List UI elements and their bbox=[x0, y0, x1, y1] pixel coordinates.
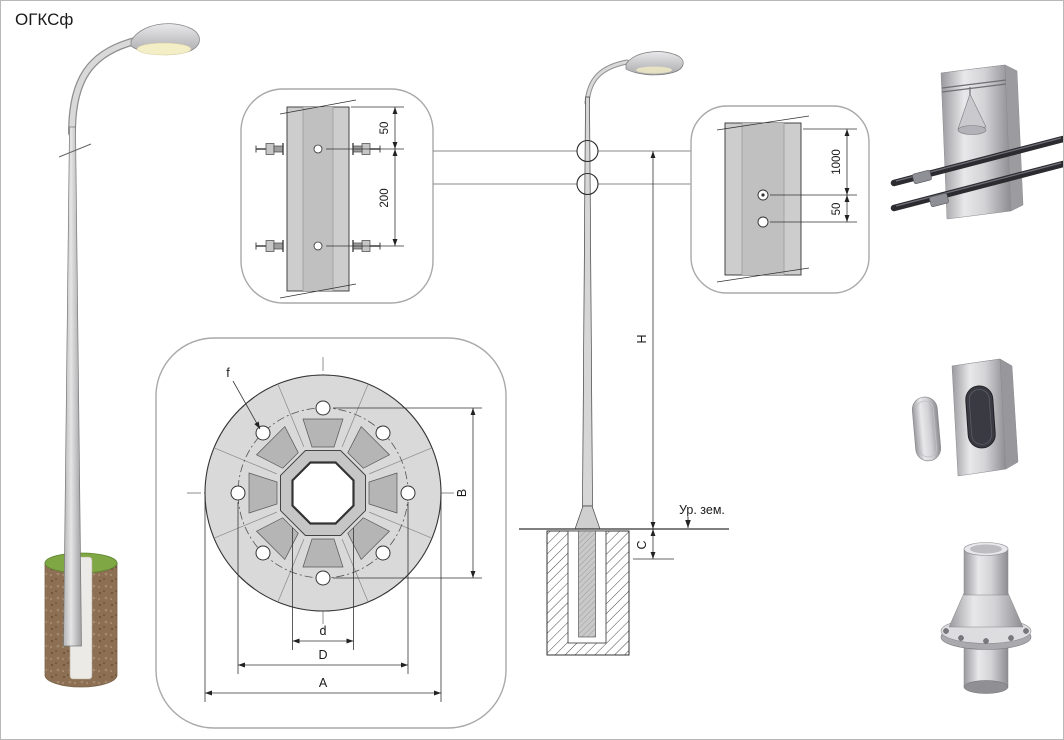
dimension-lines bbox=[770, 128, 857, 223]
dim-label-200: 200 bbox=[379, 188, 391, 207]
detail-marker-upper bbox=[576, 139, 599, 163]
pole-shaft bbox=[582, 96, 593, 507]
break-mark bbox=[716, 115, 810, 131]
dim-label-big-d: D bbox=[318, 648, 327, 662]
callout-flange-plan: f B d D A bbox=[155, 337, 507, 729]
render-base-flange bbox=[940, 542, 1032, 694]
dim-label-50: 50 bbox=[831, 203, 843, 216]
break-mark bbox=[279, 99, 357, 115]
pole-facet-strip bbox=[303, 107, 333, 291]
callout-ground-bolt-detail: 1000 50 bbox=[690, 105, 870, 294]
lamp-arm bbox=[585, 60, 629, 105]
lamp-arm bbox=[69, 38, 138, 136]
dimension-d bbox=[292, 528, 354, 650]
cone-flare bbox=[948, 592, 1024, 628]
dim-label-50: 50 bbox=[379, 122, 391, 135]
pole-shaft bbox=[63, 126, 82, 647]
dim-label-h: H bbox=[635, 334, 649, 343]
clamp-band bbox=[941, 79, 1007, 89]
dim-label-1000: 1000 bbox=[831, 149, 843, 175]
dimension-lines bbox=[326, 106, 404, 247]
hatch-cover bbox=[911, 396, 942, 462]
render-grounding-kit bbox=[890, 64, 1063, 220]
leader-f bbox=[232, 380, 261, 430]
embedded-pole-hatch bbox=[578, 531, 596, 637]
detail-connection-lines bbox=[433, 150, 691, 185]
upper-tube-hollow bbox=[970, 544, 1002, 554]
page-title: ОГКСф bbox=[15, 10, 73, 29]
dimension-b bbox=[333, 407, 482, 579]
pole-elevation: H C Ур. зем. bbox=[519, 51, 729, 656]
octagon-hole bbox=[291, 461, 355, 525]
upper-tube bbox=[963, 548, 1009, 596]
ground-hole bbox=[757, 216, 769, 228]
dim-label-d: d bbox=[320, 624, 327, 638]
dim-label-b: B bbox=[455, 489, 469, 497]
dim-label-f: f bbox=[226, 366, 230, 380]
lamp-glow bbox=[636, 66, 672, 74]
rod-coupler-upper bbox=[912, 170, 932, 184]
bolt-hole bbox=[313, 241, 323, 251]
bolt-hole bbox=[313, 144, 323, 154]
clamp-cone-base bbox=[957, 125, 987, 135]
ground-level-label: Ур. зем. bbox=[679, 503, 725, 517]
clamp-band bbox=[941, 83, 1007, 93]
hatch-opening bbox=[965, 385, 996, 449]
ground-bolt-center bbox=[761, 193, 765, 197]
break-mark bbox=[716, 267, 810, 283]
dim-label-a: A bbox=[319, 676, 328, 690]
rod-coupler-lower bbox=[929, 193, 949, 207]
render-access-hatch bbox=[911, 358, 1019, 477]
callout-upper-bolt-detail: 50 200 bbox=[240, 88, 434, 304]
dimension-big-d bbox=[237, 502, 409, 674]
lower-tube-bottom bbox=[963, 680, 1009, 694]
break-mark bbox=[58, 143, 92, 158]
pole-3d-render bbox=[44, 23, 200, 688]
detail-marker-lower bbox=[576, 172, 599, 196]
ground-rod-lower bbox=[890, 160, 1063, 212]
break-mark bbox=[279, 283, 357, 299]
dimension-a bbox=[204, 495, 442, 702]
flange-bolt-holes bbox=[230, 400, 416, 586]
base-flare bbox=[574, 505, 601, 530]
lamp-glow bbox=[136, 42, 192, 56]
dim-label-c: C bbox=[635, 540, 649, 549]
column-side-face bbox=[999, 358, 1019, 470]
